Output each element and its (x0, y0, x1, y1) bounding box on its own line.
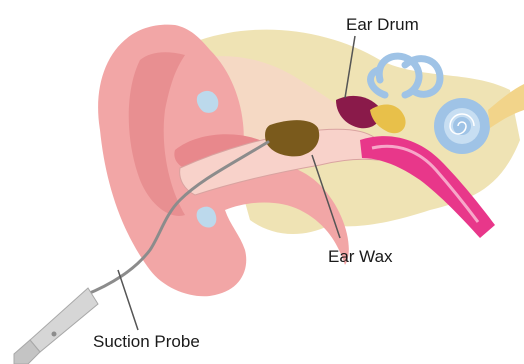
label-suction-probe: Suction Probe (93, 333, 200, 350)
label-ear-wax: Ear Wax (328, 248, 393, 265)
label-ear-drum: Ear Drum (346, 16, 419, 33)
suction-probe-hole (52, 332, 57, 337)
leader-line-suction-probe (118, 270, 138, 330)
suction-probe-handle (30, 288, 98, 352)
